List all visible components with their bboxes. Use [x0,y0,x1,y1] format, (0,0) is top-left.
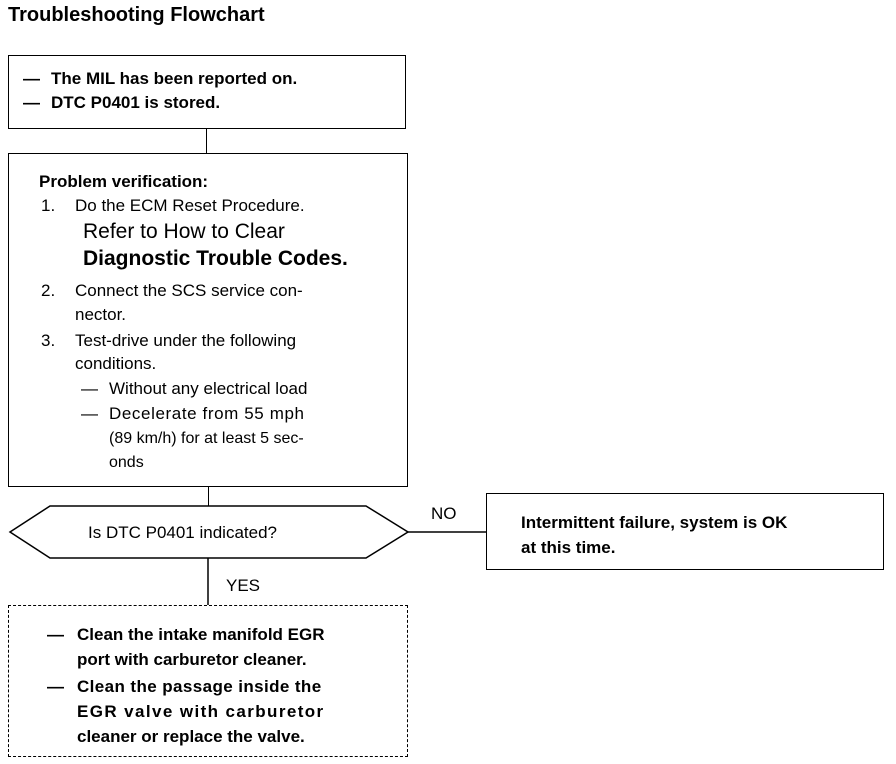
yes-item-1-line-2: port with carburetor cleaner. [77,650,307,669]
dash-icon: — [81,404,98,423]
no-label: NO [431,504,457,523]
connector-line [206,129,207,154]
step-1-text: Do the ECM Reset Procedure. [75,196,305,215]
no-result-line-1: Intermittent failure, system is OK [521,513,788,532]
step-2-line-2: nector. [75,305,127,324]
step-2-line-1: Connect the SCS service con- [75,281,303,300]
step-1-reference-line-2: Diagnostic Trouble Codes. [83,247,348,270]
yes-item-1-line-1: Clean the intake manifold EGR [77,625,325,644]
condition-2-line-3: onds [109,454,144,471]
connector-line [208,487,209,506]
start-box: — The MIL has been reported on. — DTC P0… [8,55,406,129]
step-1-reference-line-1: Refer to How to Clear [83,220,285,243]
decision-hexagon [8,505,410,559]
step-number: 2. [41,281,56,300]
start-line-2: DTC P0401 is stored. [51,93,221,112]
no-result-box: Intermittent failure, system is OK at th… [486,493,884,570]
yes-item-2-line-1: Clean the passage inside the [77,677,322,696]
dash-icon: — [23,93,40,112]
yes-item-2-line-2: EGR valve with carburetor [77,702,325,721]
decision-question: Is DTC P0401 indicated? [88,523,277,542]
yes-item-2-line-3: cleaner or replace the valve. [77,727,305,746]
step-3-line-1: Test-drive under the following [75,331,297,350]
step-number: 3. [41,331,56,350]
condition-2-line-2: (89 km/h) for at least 5 sec- [109,430,304,447]
condition-1: Without any electrical load [109,379,308,398]
step-number: 1. [41,196,56,215]
no-result-line-2: at this time. [521,538,616,557]
dash-icon: — [47,625,64,644]
condition-2-line-1: Decelerate from 55 mph [109,404,305,423]
start-line-1: The MIL has been reported on. [51,69,298,88]
dash-icon: — [47,677,64,696]
dash-icon: — [81,379,98,398]
yes-result-box: — Clean the intake manifold EGR port wit… [8,605,408,757]
yes-label: YES [226,576,261,595]
dash-icon: — [23,69,40,88]
verification-heading: Problem verification: [39,172,209,191]
verification-box: Problem verification: 1. Do the ECM Rese… [8,153,408,487]
page-title: Troubleshooting Flowchart [8,4,265,26]
step-3-line-2: conditions. [75,354,157,373]
